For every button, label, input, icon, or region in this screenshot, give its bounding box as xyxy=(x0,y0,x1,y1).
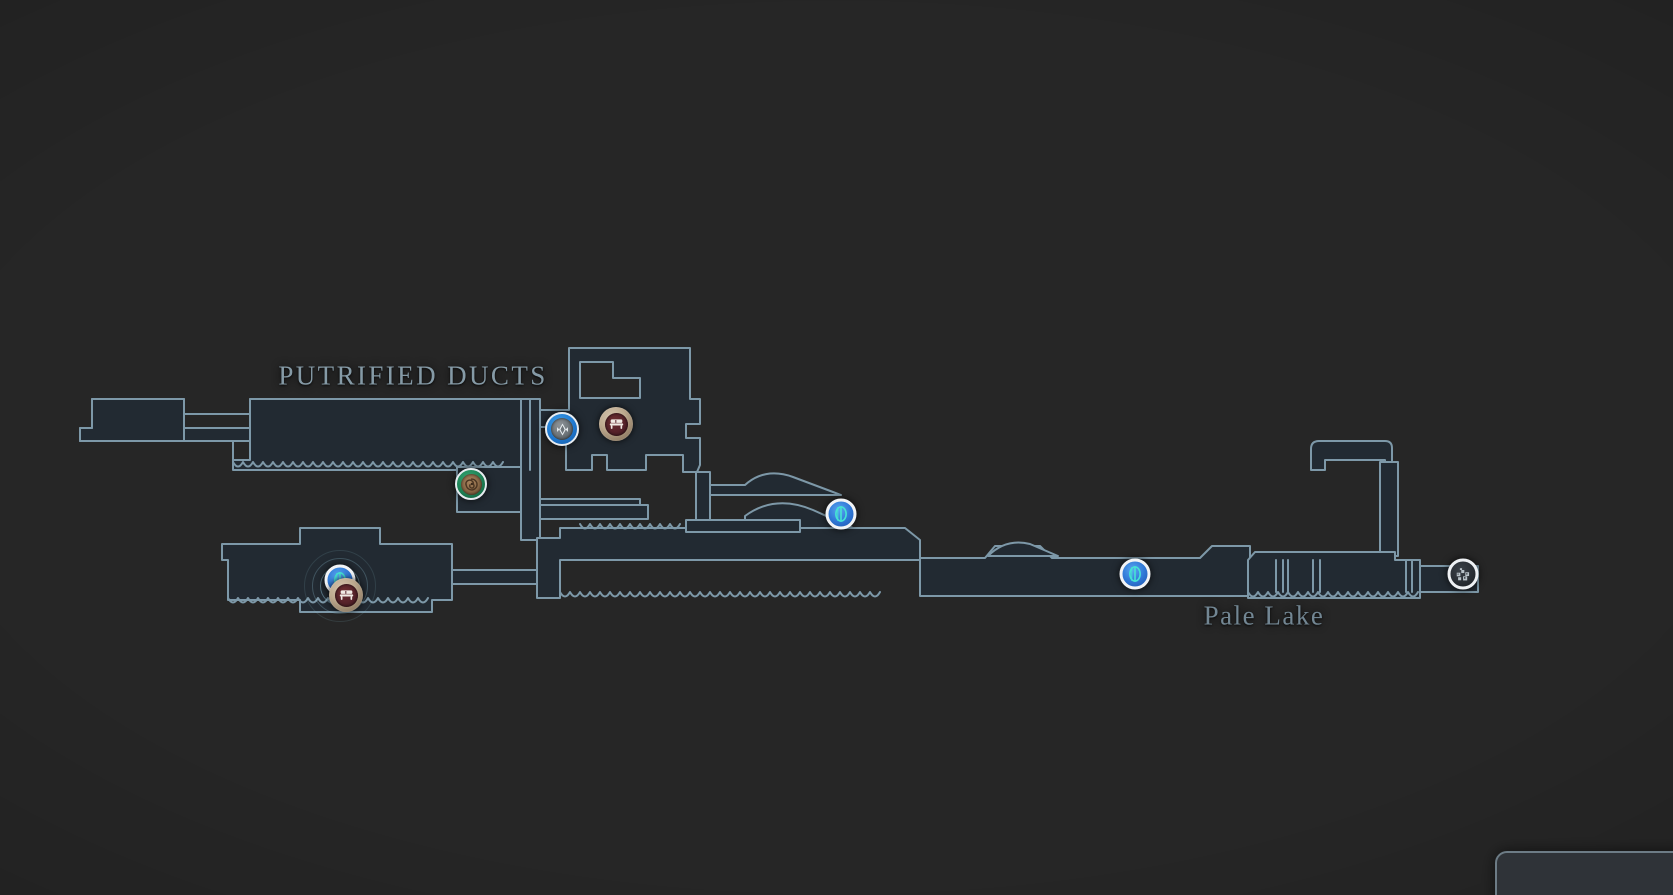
room-central-lower-floor xyxy=(559,591,881,598)
map-outline-details xyxy=(79,398,531,471)
room-shelf-a xyxy=(685,519,801,533)
room-dividers xyxy=(1275,559,1413,593)
room-right-lower xyxy=(1247,551,1421,599)
room-right-floor xyxy=(1247,591,1419,598)
corridor-ducts-spur xyxy=(696,472,842,496)
corridor-vertical-right xyxy=(695,471,711,521)
place-label-pale-lake: Pale Lake xyxy=(1203,600,1325,631)
room-corridor-bump xyxy=(987,541,1059,557)
bell-icon xyxy=(1129,566,1141,582)
structure-icon xyxy=(1456,567,1469,580)
region-label-putrified-ducts: PUTRIFIED DUCTS xyxy=(278,360,548,391)
room-gallery-lower xyxy=(539,504,649,520)
room-corridor-pale-lake xyxy=(919,545,1251,597)
room-shelf-scallop xyxy=(579,523,681,530)
cocoon-marker[interactable] xyxy=(455,468,487,500)
corridor-left-to-center xyxy=(451,569,538,585)
ventrica-shard-marker[interactable] xyxy=(545,412,579,446)
room-lower-left-floor xyxy=(227,597,429,604)
bellway-station-marker[interactable] xyxy=(825,498,857,530)
bench-icon xyxy=(334,583,358,607)
corner-panel[interactable] xyxy=(1495,851,1673,895)
shop-marker[interactable] xyxy=(1447,558,1479,590)
map-rooms xyxy=(79,347,1479,613)
bench-icon xyxy=(604,412,628,436)
bell-icon xyxy=(835,506,847,522)
room-right-shaft xyxy=(1379,461,1399,557)
bench-marker[interactable] xyxy=(329,578,363,612)
bellway-station-marker[interactable] xyxy=(1119,558,1151,590)
spiral-icon xyxy=(460,473,482,495)
bench-marker[interactable] xyxy=(599,407,633,441)
room-ducts-inner-notch xyxy=(579,361,641,399)
shard-icon xyxy=(551,418,573,440)
room-left-ledge-b xyxy=(183,427,251,442)
